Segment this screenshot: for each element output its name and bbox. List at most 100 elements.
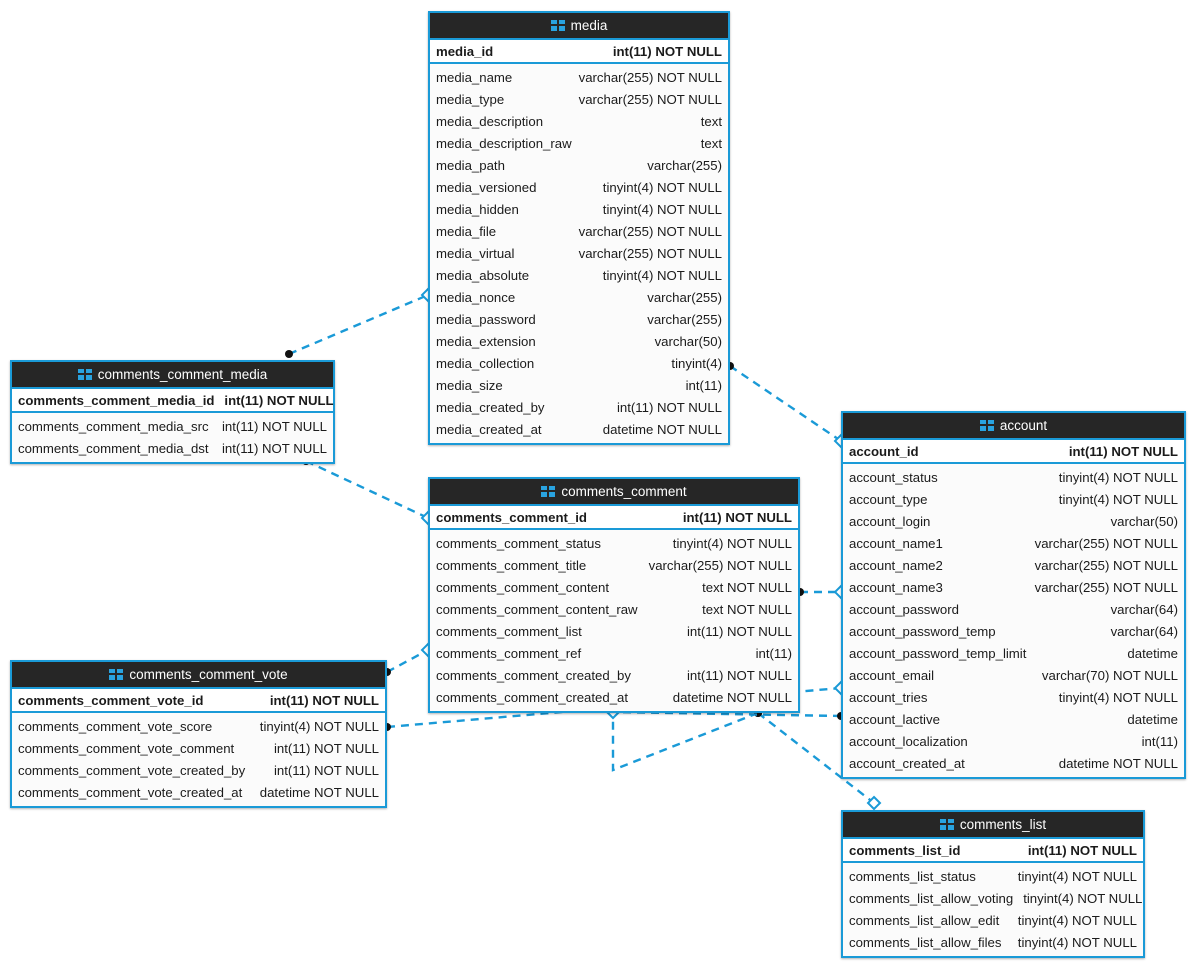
column-type: tinyint(4) NOT NULL [1017, 934, 1137, 950]
table-header-account[interactable]: account [843, 413, 1184, 440]
column-name: comments_list_allow_files [849, 934, 1002, 950]
column-type: varchar(64) [1110, 623, 1178, 639]
column-name: account_name2 [849, 557, 943, 573]
relationship-ccm-dst-to-comment[interactable] [302, 457, 436, 526]
column-type: int(11) NOT NULL [686, 623, 792, 639]
column-name: comments_comment_media_dst [18, 440, 209, 456]
relationship-media-created-by-account[interactable] [726, 362, 849, 449]
column-row[interactable]: comments_list_allow_files tinyint(4) NOT … [843, 931, 1143, 953]
column-name: comments_comment_created_at [436, 689, 629, 705]
column-name: comments_comment_vote_score [18, 718, 213, 734]
column-type: tinyint(4) NOT NULL [1058, 491, 1178, 507]
table-icon [979, 420, 994, 431]
column-type: int(11) [685, 377, 722, 393]
column-name: media_absolute [436, 267, 530, 283]
column-name: comments_comment_vote_id [18, 692, 204, 708]
relationship-comment-ref-self[interactable] [605, 704, 762, 772]
column-type: varchar(255) [647, 157, 722, 173]
column-type: tinyint(4) NOT NULL [1017, 912, 1137, 928]
table-header-comments_comment_vote[interactable]: comments_comment_vote [12, 662, 385, 689]
column-type: datetime [1127, 645, 1178, 661]
table-header-comments_comment_media[interactable]: comments_comment_media [12, 362, 333, 389]
column-name: account_password_temp [849, 623, 996, 639]
relationship-comment-created-by-account[interactable] [796, 584, 849, 600]
relationship-ccm-src-to-media[interactable] [285, 287, 436, 358]
table-header-comments_comment[interactable]: comments_comment [430, 479, 798, 506]
column-name: media_name [436, 69, 513, 85]
column-name: account_password_temp_limit [849, 645, 1027, 661]
table-header-comments_list[interactable]: comments_list [843, 812, 1143, 839]
column-row[interactable]: account_password_temp varchar(64) [843, 620, 1184, 642]
column-name: account_lactive [849, 711, 940, 727]
relationship-ccv-to-comment[interactable] [383, 642, 436, 676]
column-name: media_type [436, 91, 505, 107]
column-row[interactable]: account_password_temp_limit datetime [843, 642, 1184, 664]
relationship-line [729, 365, 842, 442]
column-type: varchar(50) [1110, 513, 1178, 529]
table-header-media[interactable]: media [430, 13, 728, 40]
column-name: account_created_at [849, 755, 965, 771]
